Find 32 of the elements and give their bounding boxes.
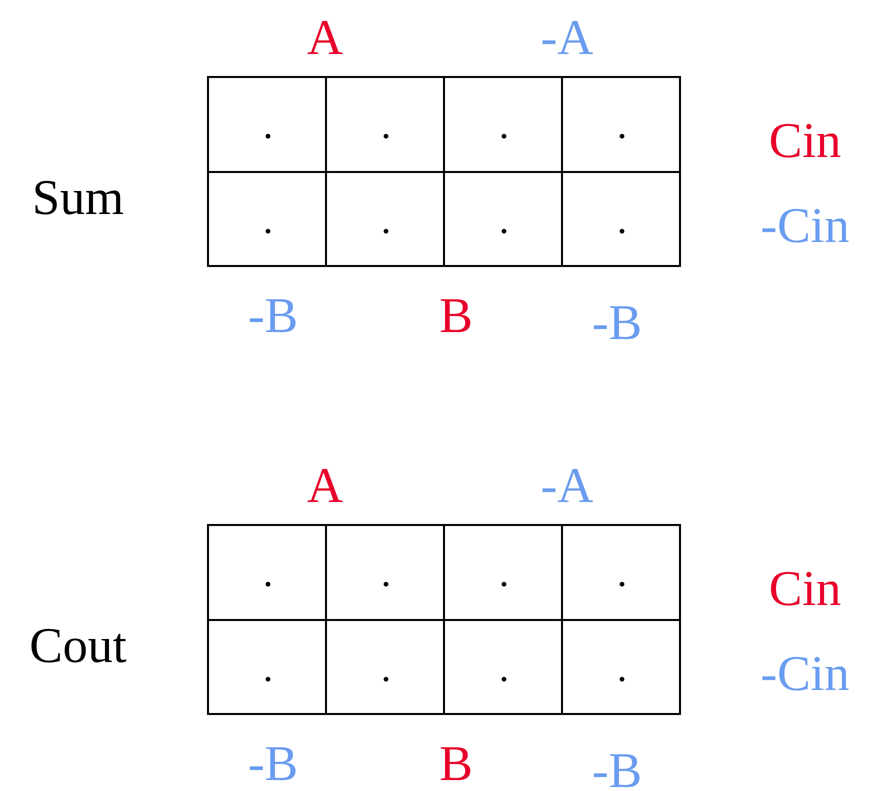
variable-label: B [439, 290, 473, 340]
cell-dot: . [381, 553, 391, 593]
cell-dot: . [499, 200, 509, 240]
cell-dot: . [617, 200, 627, 240]
variable-label: B [439, 738, 473, 788]
cell-dot: . [617, 553, 627, 593]
variable-label: -B [592, 745, 642, 791]
function-name: Sum [32, 172, 124, 222]
variable-label: Cin [768, 115, 842, 165]
cell-dot: . [617, 105, 627, 145]
variable-label: -B [248, 290, 298, 340]
variable-label: -A [540, 460, 594, 510]
variable-label: -Cin [760, 200, 850, 250]
cell-dot: . [499, 553, 509, 593]
variable-label: Cin [768, 563, 842, 613]
cell-dot: . [499, 105, 509, 145]
cell-dot: . [263, 648, 273, 688]
cell-dot: . [263, 200, 273, 240]
function-name: Cout [29, 620, 127, 670]
cell-dot: . [381, 105, 391, 145]
variable-label: A [306, 12, 344, 62]
cell-dot: . [263, 105, 273, 145]
variable-label: -B [592, 297, 642, 347]
variable-label: -Cin [760, 648, 850, 698]
cell-dot: . [381, 648, 391, 688]
variable-label: -B [248, 738, 298, 788]
cell-dot: . [381, 200, 391, 240]
cell-dot: . [617, 648, 627, 688]
variable-label: -A [540, 12, 594, 62]
cell-dot: . [263, 553, 273, 593]
cell-dot: . [499, 648, 509, 688]
variable-label: A [306, 460, 344, 510]
